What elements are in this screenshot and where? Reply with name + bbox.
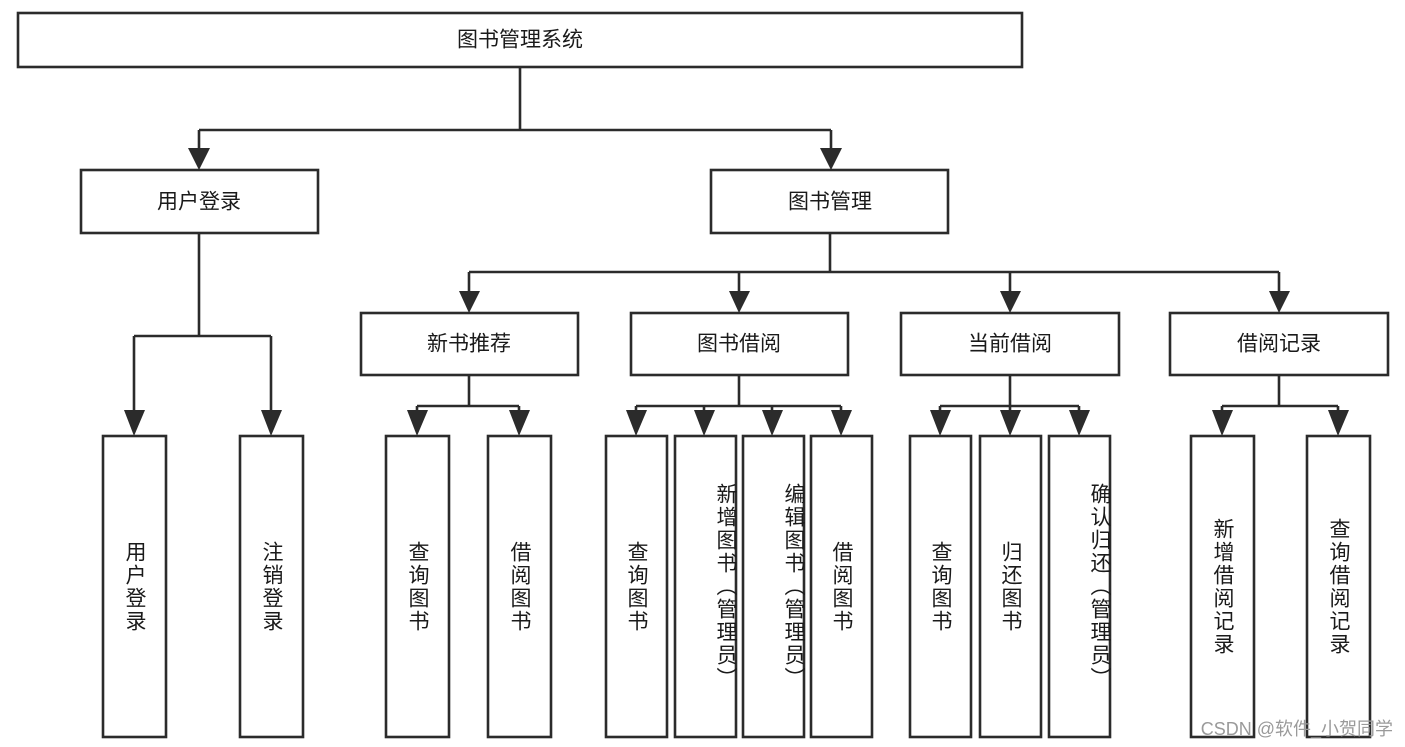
leaf-logout-box[interactable] xyxy=(238,434,305,739)
arrow-to-leaf-return-book xyxy=(1000,410,1021,436)
leaf-confirm-return-box[interactable] xyxy=(1047,434,1112,739)
leaf-user-login-box[interactable] xyxy=(101,434,168,739)
book-borrow-label: 图书借阅 xyxy=(697,333,781,356)
arrow-to-leaf-query-book-3 xyxy=(930,410,951,436)
connector-book-borrow-to-leaves xyxy=(626,375,852,436)
arrow-to-borrow-record xyxy=(1269,291,1290,313)
current-borrow-box[interactable] xyxy=(899,311,1121,377)
user-login-label: 用户登录 xyxy=(157,191,241,214)
book-manage-box[interactable] xyxy=(709,168,950,235)
node-book-manage[interactable]: 图书管理 xyxy=(709,168,950,235)
new-book-rec-box[interactable] xyxy=(359,311,580,377)
borrow-record-box[interactable] xyxy=(1168,311,1390,377)
arrow-to-current-borrow xyxy=(1000,291,1021,313)
arrow-to-new-book-rec xyxy=(459,291,480,313)
root-label: 图书管理系统 xyxy=(457,29,583,52)
book-manage-label: 图书管理 xyxy=(788,191,872,214)
node-borrow-record[interactable]: 借阅记录 xyxy=(1168,311,1390,377)
leaf-borrow-book-1-box[interactable] xyxy=(486,434,553,739)
leaf-query-book-1-box[interactable] xyxy=(384,434,451,739)
connector-book-manage-to-level3 xyxy=(459,233,1290,313)
arrow-to-leaf-query-book-2 xyxy=(626,410,647,436)
node-root[interactable]: 图书管理系统 xyxy=(16,11,1024,69)
arrow-to-leaf-borrow-book-2 xyxy=(831,410,852,436)
node-book-borrow[interactable]: 图书借阅 xyxy=(629,311,850,377)
connector-current-borrow-to-leaves xyxy=(930,375,1090,436)
leaf-add-record-box[interactable] xyxy=(1189,434,1256,739)
arrow-to-book-manage xyxy=(820,148,842,170)
arrow-to-leaf-confirm-return xyxy=(1069,410,1090,436)
new-book-rec-label: 新书推荐 xyxy=(427,333,511,356)
leaf-query-record-box[interactable] xyxy=(1305,434,1372,739)
arrow-to-book-borrow xyxy=(729,291,750,313)
arrow-to-leaf-query-record xyxy=(1328,410,1349,436)
connector-new-book-rec-to-leaves xyxy=(407,375,530,436)
leaf-borrow-book-2-box[interactable] xyxy=(809,434,874,739)
connector-root-to-level2 xyxy=(188,67,842,170)
arrow-to-leaf-add-record xyxy=(1212,410,1233,436)
leaf-add-book-box[interactable] xyxy=(673,434,738,739)
leaf-query-book-2-box[interactable] xyxy=(604,434,669,739)
arrow-to-user-login xyxy=(188,148,210,170)
connector-user-login-to-leaves xyxy=(124,233,282,436)
csdn-watermark: CSDN @软件_小贺同学 xyxy=(1200,719,1393,739)
node-new-book-rec[interactable]: 新书推荐 xyxy=(359,311,580,377)
book-borrow-box[interactable] xyxy=(629,311,850,377)
borrow-record-label: 借阅记录 xyxy=(1237,333,1321,356)
leaf-return-book-box[interactable] xyxy=(978,434,1043,739)
arrow-to-leaf-logout xyxy=(261,410,282,436)
arrow-to-leaf-add-book xyxy=(694,410,715,436)
connector-borrow-record-to-leaves xyxy=(1212,375,1349,436)
arrow-to-leaf-query-book-1 xyxy=(407,410,428,436)
arrow-to-leaf-user-login xyxy=(124,410,145,436)
leaf-edit-book-box[interactable] xyxy=(741,434,806,739)
arrow-to-leaf-edit-book xyxy=(762,410,783,436)
current-borrow-label: 当前借阅 xyxy=(968,333,1052,356)
leaf-query-book-3-box[interactable] xyxy=(908,434,973,739)
node-user-login[interactable]: 用户登录 xyxy=(79,168,320,235)
arrow-to-leaf-borrow-book-1 xyxy=(509,410,530,436)
node-current-borrow[interactable]: 当前借阅 xyxy=(899,311,1121,377)
root-box[interactable] xyxy=(16,11,1024,69)
